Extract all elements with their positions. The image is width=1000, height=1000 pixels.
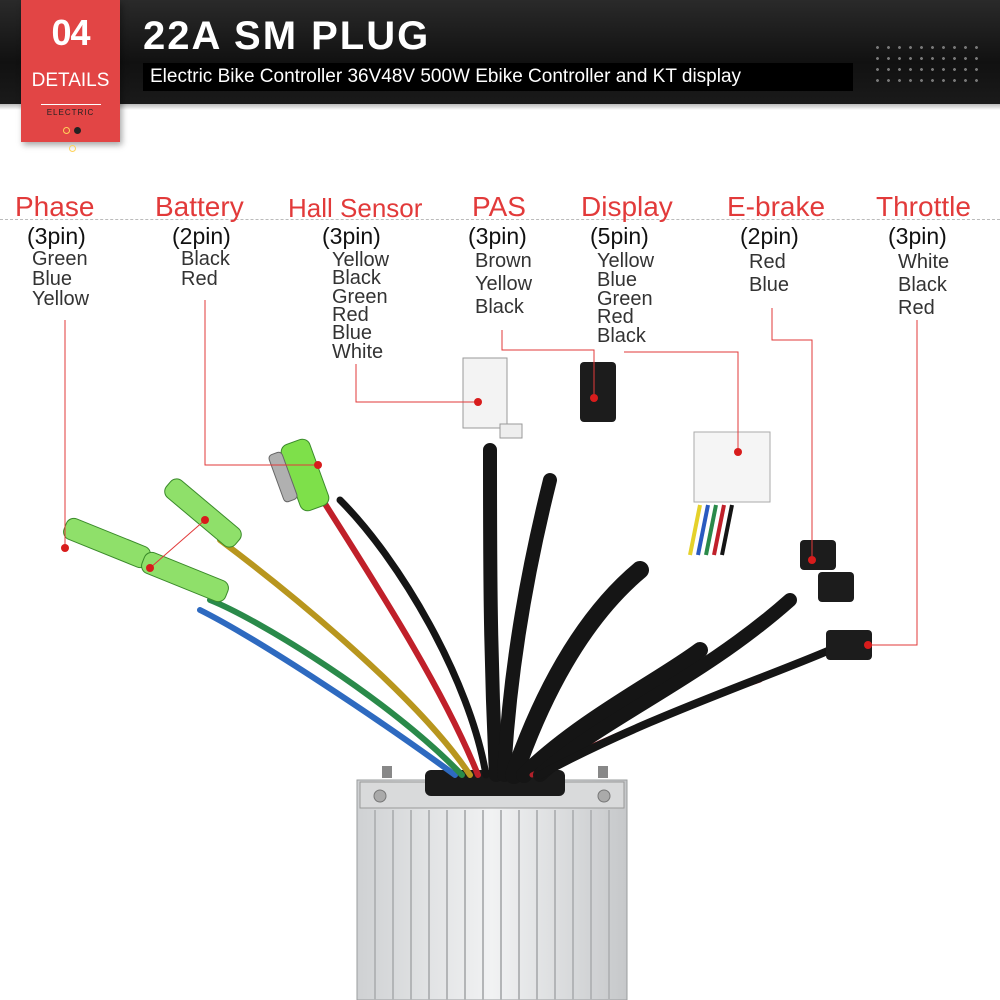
connector-pins: (2pin) bbox=[172, 223, 231, 249]
subtitle-bar bbox=[143, 63, 853, 91]
battery-connectors bbox=[268, 438, 330, 512]
section-badge: 04 DETAILS ELECTRIC bbox=[21, 0, 120, 152]
wire-color: Yellow bbox=[32, 288, 90, 310]
connector-name: E-brake bbox=[727, 191, 826, 222]
page-title: 22A SM PLUG bbox=[143, 14, 431, 58]
wire-color: Green bbox=[597, 288, 653, 310]
badge-number: 04 bbox=[51, 12, 90, 53]
wire-color: Yellow bbox=[475, 273, 533, 295]
wire-color: Black bbox=[475, 296, 524, 318]
wire-color: Red bbox=[749, 251, 786, 273]
badge-details: DETAILS bbox=[31, 70, 110, 91]
hall-sensor-plug bbox=[462, 357, 523, 439]
wire-color: Black bbox=[898, 274, 947, 296]
badge-divider bbox=[41, 104, 101, 105]
wire-color: Red bbox=[332, 304, 369, 326]
connector-pins: (3pin) bbox=[888, 223, 947, 249]
wire-color: Brown bbox=[475, 250, 532, 272]
wire-color: Blue bbox=[332, 322, 373, 344]
connector-name: Throttle bbox=[876, 191, 971, 222]
pas-plug bbox=[580, 362, 616, 422]
page-subtitle: Electric Bike Controller 36V48V 500W Ebi… bbox=[150, 66, 742, 87]
wire-color: Black bbox=[597, 325, 646, 347]
wire-color: Blue bbox=[32, 268, 73, 290]
label-divider bbox=[0, 219, 1000, 220]
wire-color: Red bbox=[597, 306, 634, 328]
wire-color: Green bbox=[332, 286, 388, 308]
connector-pins: (2pin) bbox=[740, 223, 799, 249]
display-plug bbox=[688, 431, 771, 556]
connector-name: Phase bbox=[15, 191, 95, 222]
wire-color: Black bbox=[181, 248, 230, 270]
header-shadow bbox=[0, 104, 1000, 110]
wire-color: Blue bbox=[597, 269, 638, 291]
wire-color: Red bbox=[898, 297, 935, 319]
controller-body bbox=[356, 766, 628, 1000]
wire-color: White bbox=[898, 251, 950, 273]
wire-color: Blue bbox=[749, 274, 790, 296]
connector-name: Battery bbox=[155, 191, 244, 222]
callout-dots bbox=[61, 394, 872, 649]
badge-dots-icon bbox=[57, 121, 87, 152]
connector-pins: (3pin) bbox=[322, 223, 381, 249]
connector-pins: (5pin) bbox=[590, 223, 649, 249]
wire-color: Black bbox=[332, 267, 381, 289]
e-brake-plug bbox=[800, 540, 854, 602]
connector-pins: (3pin) bbox=[468, 223, 527, 249]
wire-color: White bbox=[332, 341, 384, 363]
connector-pins: (3pin) bbox=[27, 223, 86, 249]
wire-color: Yellow bbox=[332, 249, 390, 271]
wire-color: Green bbox=[32, 248, 88, 270]
wire-bundle bbox=[197, 443, 834, 784]
wire-color: Red bbox=[181, 268, 218, 290]
wire-color: Yellow bbox=[597, 250, 655, 272]
callout-lines bbox=[64, 300, 918, 646]
throttle-plug bbox=[826, 630, 872, 660]
badge-electric: ELECTRIC bbox=[46, 108, 95, 117]
connector-name: Display bbox=[581, 191, 673, 222]
connector-name: PAS bbox=[472, 191, 526, 222]
dot-grid-decoration bbox=[872, 42, 982, 88]
connector-name: Hall Sensor bbox=[288, 193, 423, 223]
